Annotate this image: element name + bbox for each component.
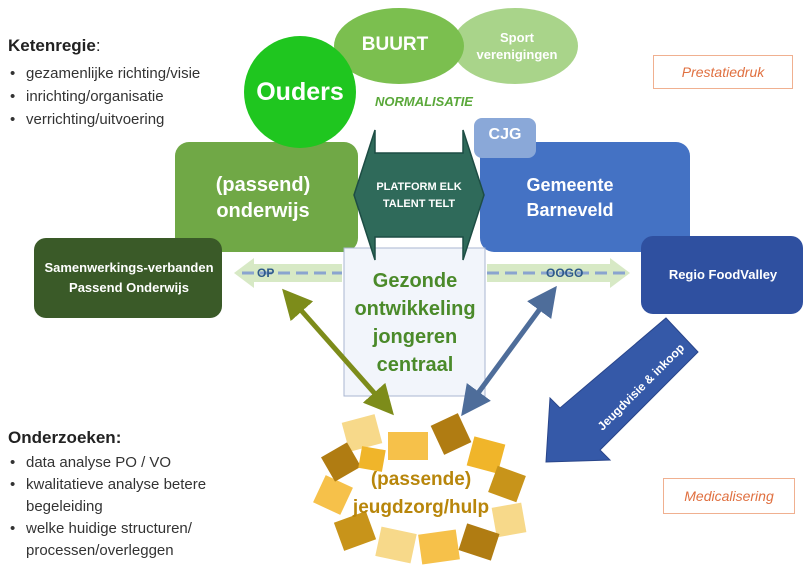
ouders-circle [244,36,356,148]
centre-label: Gezonde ontwikkeling jongeren centraal [354,270,476,376]
sport-ellipse [452,8,578,84]
onderzoeken-item: kwalitatieve analyse betere begeleiding [8,474,258,518]
onderzoeken-item: data analyse PO / VO [8,452,258,474]
normalisatie-label: NORMALISATIE [375,94,473,109]
samenwerking-box [34,238,222,318]
onderwijs-label: (passend) onderwijs [215,174,311,222]
platform-arrow [353,129,485,261]
cjg-label: CJG [488,126,522,143]
sport-label: Sport verenigingen [476,30,558,62]
onderzoeken-panel: Onderzoeken: data analyse PO / VO kwalit… [8,428,258,562]
ketenregie-item: verrichting/uitvoering [8,108,248,131]
platform-label: PLATFORM ELK TALENT TELT [376,181,462,210]
cjg-box [474,118,536,158]
medicalisering-tag: Medicalisering [663,478,795,514]
regio-box [641,236,803,314]
onderzoeken-item: welke huidige structuren/ processen/over… [8,518,258,562]
samenwerking-label: Samenwerkings-verbanden Passend Onderwij… [44,260,214,295]
oogo-arrow [487,258,630,288]
arrow-onderwijs-jeugdzorg [282,288,394,416]
ouders-label: Ouders [256,77,344,106]
op-arrow [234,258,342,288]
arrow-gemeente-jeugdzorg [461,285,557,417]
onderwijs-box [175,142,358,252]
oogo-label: OOGO [546,266,584,280]
jeugdvisie-arrow [545,317,699,463]
prestatiedruk-tag: Prestatiedruk [653,55,793,89]
op-label: OP [257,266,275,280]
buurt-label: BUURT [361,34,429,55]
jeugdzorg-label: (passende) jeugdzorg/hulp [352,469,490,518]
gemeente-box [480,142,690,252]
gemeente-label: Gemeente Barneveld [526,175,614,220]
regio-label: Regio FoodValley [668,266,778,282]
ketenregie-item: gezamenlijke richting/visie [8,62,248,85]
ketenregie-item: inrichting/organisatie [8,85,248,108]
onderzoeken-title: Onderzoeken: [8,428,122,447]
buurt-ellipse [334,8,464,84]
ketenregie-panel: Ketenregie: gezamenlijke richting/visie … [8,36,248,131]
jeugdzorg-ring [313,413,527,565]
ketenregie-title: Ketenregie: [8,36,101,55]
